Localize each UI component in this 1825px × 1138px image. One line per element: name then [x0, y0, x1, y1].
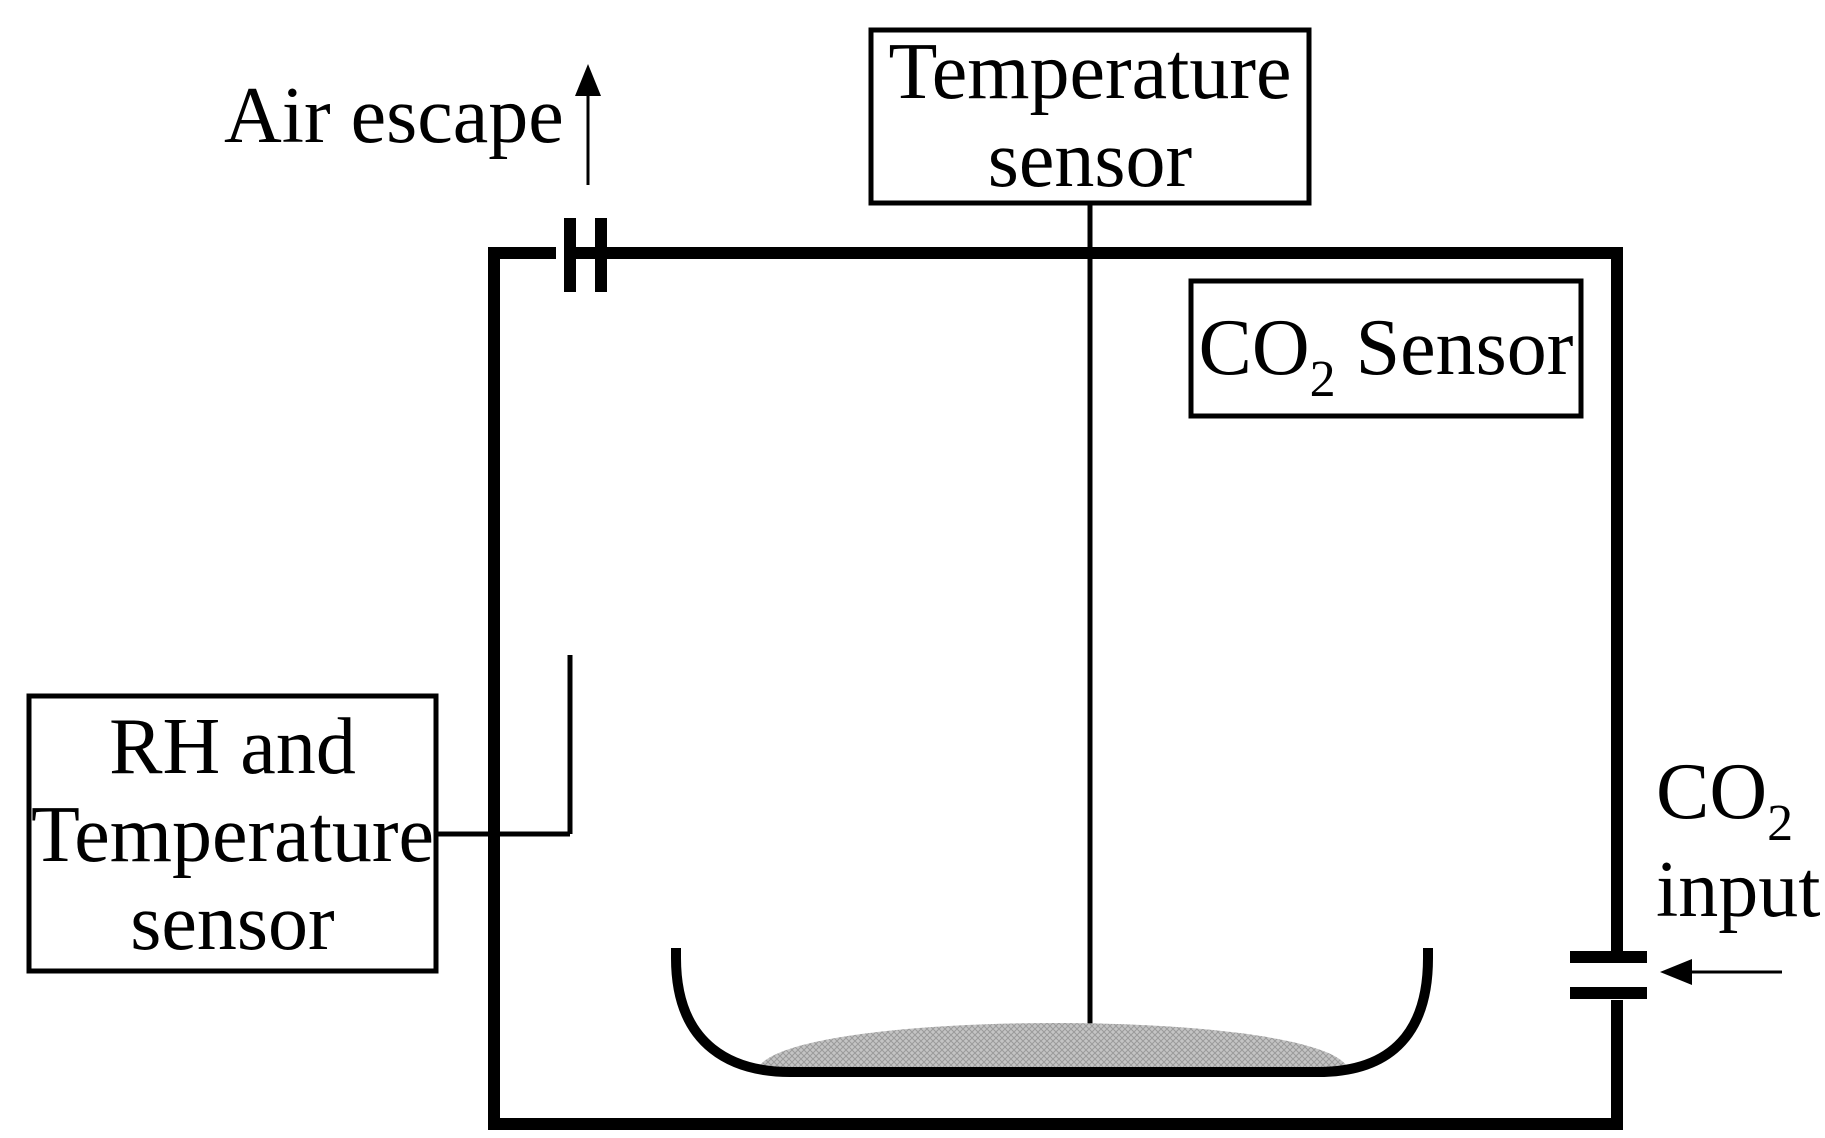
air-escape-arrow	[575, 64, 601, 185]
air-escape-label: Air escape	[224, 72, 564, 160]
rh-temperature-sensor-box	[26, 693, 439, 974]
temperature-sensor-line2: sensor	[987, 116, 1193, 204]
rh-probe	[436, 655, 573, 837]
rh-sensor-line3: sensor	[130, 879, 335, 967]
air-escape-text: Air escape	[224, 72, 564, 160]
temperature-sensor-label: Temperature sensor	[871, 28, 1309, 204]
temperature-sensor-line1: Temperature	[888, 28, 1292, 116]
co2-sensor-prefix: CO	[1198, 304, 1310, 392]
rh-sensor-line2: Temperature	[30, 791, 435, 879]
rh-temperature-sensor-label: RH and Temperature sensor	[29, 703, 436, 967]
co2-input-line2: input	[1656, 846, 1821, 934]
co2-input-valve	[1570, 951, 1647, 999]
co2-input-arrow	[1660, 959, 1782, 985]
co2-sensor-label: CO2 Sensor	[1191, 304, 1581, 408]
sample-dish	[671, 948, 1433, 1077]
co2-input-subscript: 2	[1767, 795, 1794, 852]
temperature-probe	[918, 203, 1093, 1034]
co2-input-line1: CO2	[1656, 748, 1820, 852]
co2-input-label: CO2 input	[1656, 748, 1820, 934]
co2-sensor-suffix: Sensor	[1335, 304, 1574, 392]
air-escape-valve	[564, 218, 607, 292]
rh-sensor-line1: RH and	[109, 703, 356, 791]
co2-sensor-box	[1188, 278, 1584, 419]
temperature-sensor-box	[868, 27, 1312, 206]
co2-sensor-subscript: 2	[1309, 351, 1336, 408]
sample-material	[758, 1023, 1348, 1068]
chamber-wall	[488, 247, 1623, 1130]
co2-input-prefix: CO	[1656, 748, 1768, 836]
